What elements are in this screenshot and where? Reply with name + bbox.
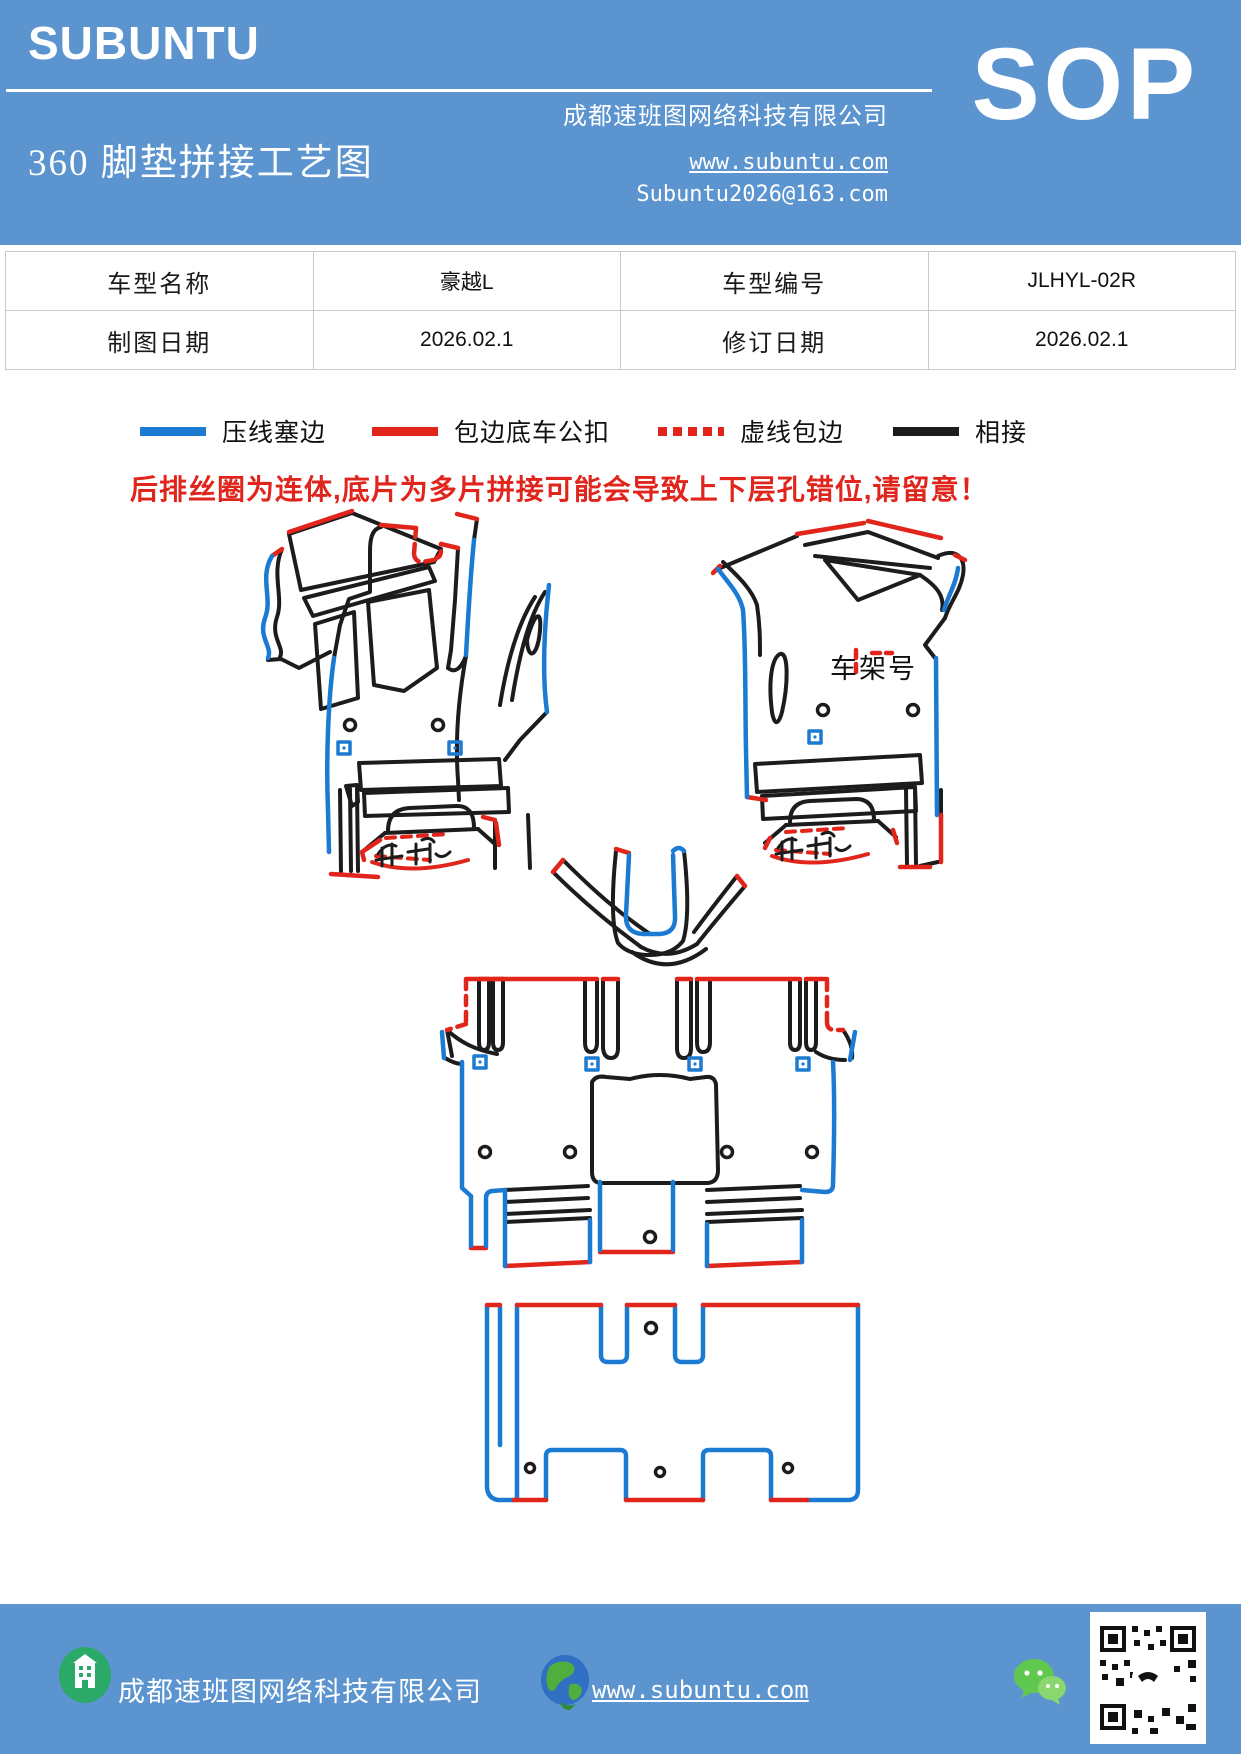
wechat-icon: [1014, 1659, 1066, 1705]
footer-band: 成都速班图网络科技有限公司 www.subuntu.com: [0, 1604, 1241, 1754]
blue-line-swatch: [140, 426, 206, 436]
globe-icon: [541, 1655, 589, 1710]
legend-item-red: 包边底车公扣: [372, 408, 610, 454]
legend-label: 相接: [975, 420, 1028, 447]
revise-date-value: 2026.02.1: [927, 310, 1236, 370]
model-name-value: 豪越L: [312, 251, 621, 311]
mat-front-left: [260, 508, 552, 880]
mat-middle-row: [439, 976, 858, 1269]
table-row: 车型名称 豪越L 车型编号 JLHYL-02R: [5, 251, 1236, 311]
dotted-line-swatch: [658, 426, 724, 436]
vin-label: 车架号: [830, 654, 917, 684]
mat-third-row: [484, 1302, 861, 1503]
model-code-label: 车型编号: [620, 251, 929, 311]
legend-item-dotted: 虚线包边: [658, 408, 844, 454]
black-line-swatch: [893, 426, 959, 436]
vehicle-info-table: 车型名称 豪越L 车型编号 JLHYL-02R 制图日期 2026.02.1 修…: [5, 251, 1236, 370]
warning-text: 后排丝圈为连体,底片为多片拼接可能会导致上下层孔错位,请留意！: [130, 474, 989, 505]
legend-label: 虚线包边: [740, 420, 845, 447]
legend: 压线塞边 包边底车公扣 虚线包边 相接: [0, 408, 1241, 454]
header-company-name: 成都速班图网络科技有限公司: [563, 104, 888, 130]
footer-website-link[interactable]: www.subuntu.com: [592, 1676, 809, 1704]
legend-label: 包边底车公扣: [454, 420, 611, 447]
table-row: 制图日期 2026.02.1 修订日期 2026.02.1: [5, 310, 1236, 370]
footer-company-name: 成都速班图网络科技有限公司: [118, 1677, 482, 1707]
legend-item-blue: 压线塞边: [140, 408, 326, 454]
model-code-value: JLHYL-02R: [927, 251, 1236, 311]
mat-tunnel-piece: [550, 845, 748, 967]
logo: SUBUNTU: [28, 17, 260, 69]
mat-front-right: 车架号: [710, 518, 968, 870]
revise-date-label: 修订日期: [620, 310, 929, 370]
model-name-label: 车型名称: [5, 251, 314, 311]
header-website-link[interactable]: www.subuntu.com: [689, 150, 888, 175]
header-email: Subuntu2026@163.com: [636, 182, 888, 207]
draw-date-label: 制图日期: [5, 310, 314, 370]
header-band: SUBUNTU 360 脚垫拼接工艺图 成都速班图网络科技有限公司 www.su…: [0, 0, 1241, 245]
legend-item-black: 相接: [893, 408, 1027, 454]
draw-date-value: 2026.02.1: [312, 310, 621, 370]
page-title: 360 脚垫拼接工艺图: [28, 143, 374, 184]
sop-badge: SOP: [971, 27, 1199, 141]
qr-code: [1090, 1612, 1206, 1744]
red-line-swatch: [372, 426, 438, 436]
company-building-icon: [59, 1647, 111, 1703]
header-divider: [6, 89, 932, 92]
process-diagram: 车架号: [0, 460, 1241, 1520]
legend-label: 压线塞边: [222, 420, 327, 447]
